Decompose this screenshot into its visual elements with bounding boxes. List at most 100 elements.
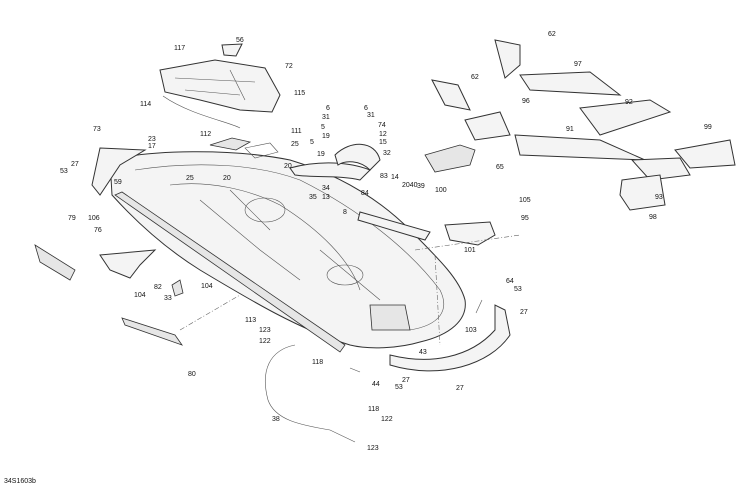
gasket-112 <box>209 137 252 151</box>
reference-code: 34S1603b <box>4 478 36 485</box>
callout-98: 98 <box>649 214 657 221</box>
callout-123: 123 <box>259 327 271 334</box>
callout-83: 83 <box>380 173 388 180</box>
callout-82: 82 <box>154 284 162 291</box>
side-rail <box>114 191 346 353</box>
callout-99: 99 <box>704 124 712 131</box>
callout-19: 19 <box>322 133 330 140</box>
lid-56 <box>221 43 243 57</box>
callout-31: 31 <box>322 114 330 121</box>
callout-20: 20 <box>223 175 231 182</box>
callout-95: 95 <box>521 215 529 222</box>
callout-122: 122 <box>259 338 271 345</box>
callout-118: 118 <box>312 359 324 366</box>
callout-12: 12 <box>379 131 387 138</box>
callout-35: 35 <box>309 194 317 201</box>
callout-101: 101 <box>464 247 476 254</box>
callout-6: 6 <box>326 105 330 112</box>
callout-91: 91 <box>566 126 574 133</box>
decal-99 <box>674 139 736 169</box>
decal-96 <box>464 111 511 141</box>
callout-73: 73 <box>93 126 101 133</box>
callout-64: 64 <box>506 278 514 285</box>
handlebar-pad <box>289 162 371 181</box>
callout-25: 25 <box>291 141 299 148</box>
callout-105: 105 <box>519 197 531 204</box>
decal-62a <box>494 39 521 79</box>
callout-93: 93 <box>655 194 663 201</box>
callout-27: 27 <box>71 161 79 168</box>
callout-33: 33 <box>164 295 172 302</box>
callout-104: 104 <box>134 292 146 299</box>
callout-114: 114 <box>140 101 152 108</box>
callout-74: 74 <box>378 122 386 129</box>
callout-65: 65 <box>496 164 504 171</box>
callout-39: 39 <box>417 183 425 190</box>
vent-79 <box>34 244 76 281</box>
callout-62: 62 <box>471 74 479 81</box>
callout-38: 38 <box>272 416 280 423</box>
callout-122: 122 <box>381 416 393 423</box>
hull <box>109 151 466 349</box>
callout-80: 80 <box>188 371 196 378</box>
callout-53: 53 <box>60 168 68 175</box>
callout-31: 31 <box>367 112 375 119</box>
callout-8: 8 <box>343 209 347 216</box>
callout-32: 32 <box>383 150 391 157</box>
callout-27: 27 <box>402 377 410 384</box>
callout-118: 118 <box>368 406 380 413</box>
decal-97 <box>519 71 622 96</box>
callout-53: 53 <box>395 384 403 391</box>
callout-112: 112 <box>200 131 212 138</box>
callout-5: 5 <box>321 124 325 131</box>
callout-111: 111 <box>291 128 302 135</box>
callout-43: 43 <box>419 349 427 356</box>
callout-27: 27 <box>520 309 528 316</box>
callout-100: 100 <box>435 187 447 194</box>
trim-64 <box>475 299 483 314</box>
callout-13: 13 <box>322 194 330 201</box>
callout-17: 17 <box>148 143 156 150</box>
cable-38 <box>265 344 356 443</box>
callout-23: 23 <box>148 136 156 143</box>
cover-76 <box>99 249 157 279</box>
callout-113: 113 <box>245 317 257 324</box>
callout-44: 44 <box>372 381 380 388</box>
storage-bin <box>159 59 281 113</box>
gasket-114 <box>162 95 241 129</box>
decal-93 <box>630 157 691 181</box>
callout-15: 15 <box>379 139 387 146</box>
decal-98 <box>619 174 666 211</box>
cover-95 <box>444 221 496 246</box>
callout-59: 59 <box>114 179 122 186</box>
callout-76: 76 <box>94 227 102 234</box>
callout-72: 72 <box>285 63 293 70</box>
callout-79: 79 <box>68 215 76 222</box>
callout-2040: 2040 <box>402 182 418 189</box>
callout-5: 5 <box>310 139 314 146</box>
callout-53: 53 <box>514 286 522 293</box>
trim-80 <box>121 317 184 346</box>
callout-34: 34 <box>322 185 330 192</box>
callout-19: 19 <box>317 151 325 158</box>
callout-97: 97 <box>574 61 582 68</box>
plate-8 <box>357 211 431 241</box>
callout-14: 14 <box>391 174 399 181</box>
decal-92 <box>579 99 672 136</box>
callout-56: 56 <box>236 37 244 44</box>
callout-6: 6 <box>364 105 368 112</box>
callout-84: 84 <box>361 190 369 197</box>
callout-25: 25 <box>186 175 194 182</box>
callout-115: 115 <box>294 90 306 97</box>
callout-20: 20 <box>284 163 292 170</box>
module-65 <box>424 144 476 173</box>
decal-62b <box>431 79 471 111</box>
callout-92: 92 <box>625 99 633 106</box>
callout-27: 27 <box>456 385 464 392</box>
callout-106: 106 <box>88 215 100 222</box>
callout-96: 96 <box>522 98 530 105</box>
nose-cover <box>91 147 147 196</box>
callout-62: 62 <box>548 31 556 38</box>
